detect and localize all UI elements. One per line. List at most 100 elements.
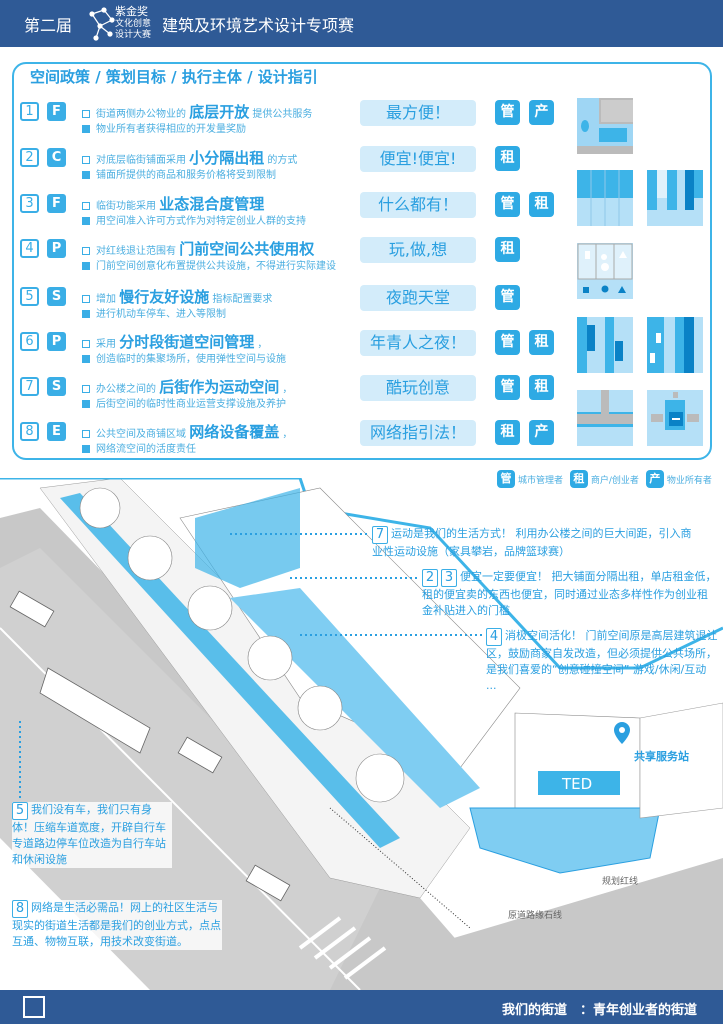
thumb-ground-open: [577, 98, 633, 154]
policy-post: 的方式: [267, 155, 298, 166]
row-number: 2: [20, 148, 39, 167]
category-badge: C: [47, 148, 66, 167]
policy-subline: 门前空间创意化布置提供公共设施，不得进行实际建设: [82, 257, 336, 272]
policy-subline: 物业所有者获得相应的开发量奖励: [82, 120, 246, 135]
policy-line: 对红线退让范围有 门前空间公共使用权: [82, 238, 314, 259]
policy-subline: 用空间准入许可方式作为对特定创业人群的支持: [82, 212, 306, 227]
street-axonometric-illustration: TED: [0, 478, 723, 990]
actor-badge: 产: [529, 100, 554, 125]
policy-pre: 对红线退让范围有: [96, 246, 176, 257]
actor-badge: 租: [495, 146, 520, 171]
thumbnails: [577, 98, 703, 446]
policy-key: 网络设备覆盖: [189, 423, 280, 441]
callout-text: 消极空间活化！ 门前空间原是高层建筑退让区，鼓励商家自发改造，但必须提供公共场所…: [486, 629, 718, 692]
trees: [79, 487, 405, 803]
legend-badge-tenant: 租: [569, 470, 588, 488]
policy-subline: 网络流空间的活度责任: [82, 440, 196, 455]
goal-slogan: 玩,做,想: [360, 237, 476, 263]
policy-line: 街道两侧办公物业的 底层开放 提供公共服务: [82, 101, 312, 122]
footer: 我们的街道 ：青年创业者的街道: [0, 990, 723, 1024]
row-number: 8: [20, 422, 39, 441]
policy-line: 公共空间及商铺区域 网络设备覆盖 ，: [82, 421, 292, 442]
leader-lines: [19, 533, 484, 798]
policy-sub: 后街空间的临时性商业运营支撑设施及养护: [96, 399, 286, 410]
goal-slogan: 什么都有！: [360, 192, 476, 218]
actor-badge: 管: [495, 375, 520, 400]
callout-text: 网络是生活必需品！网上的社区生活与现实的街道生活都是我们的创业方式，点点互通、物…: [12, 901, 221, 948]
policy-key: 小分隔出租: [189, 149, 265, 167]
vehicles: [9, 590, 291, 902]
legend: 管城市管理者 租商户/创业者 产物业所有者: [497, 470, 716, 488]
checkbox-empty-icon: [82, 340, 90, 348]
map-pin-icon: [614, 722, 630, 744]
policy-sub: 铺面所提供的商品和服务价格将受到限制: [96, 170, 276, 181]
checkbox-empty-icon: [82, 156, 90, 164]
policy-key: 门前空间公共使用权: [179, 240, 315, 258]
goal-slogan: 网络指引法！: [360, 420, 476, 446]
checkbox-filled-icon: [82, 217, 90, 225]
policy-pre: 办公楼之间的: [96, 384, 156, 395]
checkbox-empty-icon: [82, 430, 90, 438]
policy-pre: 临街功能采用: [96, 201, 156, 212]
thumb-mixed-use: [647, 170, 703, 226]
frontage-blue: [230, 588, 480, 808]
legend-label-owner: 物业所有者: [666, 475, 712, 486]
callout-number: 2: [422, 569, 438, 587]
crosswalk: [298, 916, 387, 980]
goal-slogan: 便宜!便宜!: [360, 146, 476, 172]
ted-screen: [538, 771, 620, 795]
category-badge: S: [47, 287, 66, 306]
callout-number: 7: [372, 526, 388, 544]
blue-site-boundary: [0, 478, 723, 670]
sports-court: [195, 488, 300, 588]
callout-number: 5: [12, 802, 28, 820]
footer-logo-icon: [23, 996, 45, 1018]
policy-subline: 创造临时的集聚场所，使用弹性空间与设施: [82, 350, 286, 365]
policy-sub: 用空间准入许可方式作为对特定创业人群的支持: [96, 216, 306, 227]
thumb-back-street: [647, 317, 703, 373]
ted-label: TED: [561, 775, 592, 793]
category-badge: F: [47, 194, 66, 213]
policy-panel: [12, 62, 712, 460]
row-number: 3: [20, 194, 39, 213]
row-number: 1: [20, 102, 39, 121]
category-badge: S: [47, 377, 66, 396]
edition-label: 第二届: [24, 16, 73, 35]
policy-sub: 创造临时的集聚场所，使用弹性空间与设施: [96, 354, 286, 365]
checkbox-filled-icon: [82, 445, 90, 453]
checkbox-empty-icon: [82, 385, 90, 393]
actor-badge: 管: [495, 100, 520, 125]
goal-slogan: 最方便！: [360, 100, 476, 126]
policy-key: 分时段街道空间管理: [119, 333, 255, 351]
right-buildings: [639, 702, 723, 819]
thumb-network-2: [647, 390, 703, 446]
policy-line: 办公楼之间的 后街作为运动空间 ，: [82, 376, 292, 397]
bike-lane: [60, 493, 400, 848]
thumb-time-share: [577, 317, 633, 373]
policy-sub: 进行机动车停车、进入等限制: [96, 309, 226, 320]
curb-line-label: 原道路缘石线: [508, 911, 563, 921]
policy-sub: 网络流空间的活度责任: [96, 444, 196, 455]
legend-label-manager: 城市管理者: [518, 475, 564, 486]
checkbox-filled-icon: [82, 171, 90, 179]
policy-line: 对底层临街铺面采用 小分隔出租 的方式: [82, 147, 297, 168]
actor-badge: 管: [495, 330, 520, 355]
policy-subline: 铺面所提供的商品和服务价格将受到限制: [82, 166, 276, 181]
actor-badge: 租: [529, 192, 554, 217]
plaza: [469, 807, 661, 874]
row-number: 7: [20, 377, 39, 396]
checkbox-filled-icon: [82, 355, 90, 363]
actor-badge: 租: [495, 420, 520, 445]
policy-post: ，: [282, 429, 293, 440]
checkbox-filled-icon: [82, 125, 90, 133]
row-number: 6: [20, 332, 39, 351]
legend-badge-manager: 管: [497, 470, 515, 488]
